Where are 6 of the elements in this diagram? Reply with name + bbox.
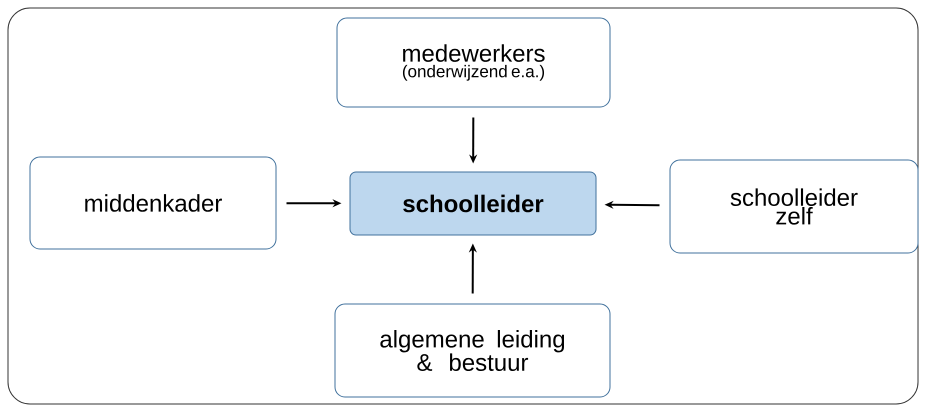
text-box: schoolleider zelf <box>670 160 919 254</box>
text-box: middenkader <box>30 156 276 250</box>
frame-box <box>8 8 919 404</box>
text-box: algemene leiding & bestuur <box>334 304 610 398</box>
center-box: schoolleider <box>350 172 596 236</box>
text-box: medewerkers (onderwijzend e.a.) <box>336 18 610 108</box>
